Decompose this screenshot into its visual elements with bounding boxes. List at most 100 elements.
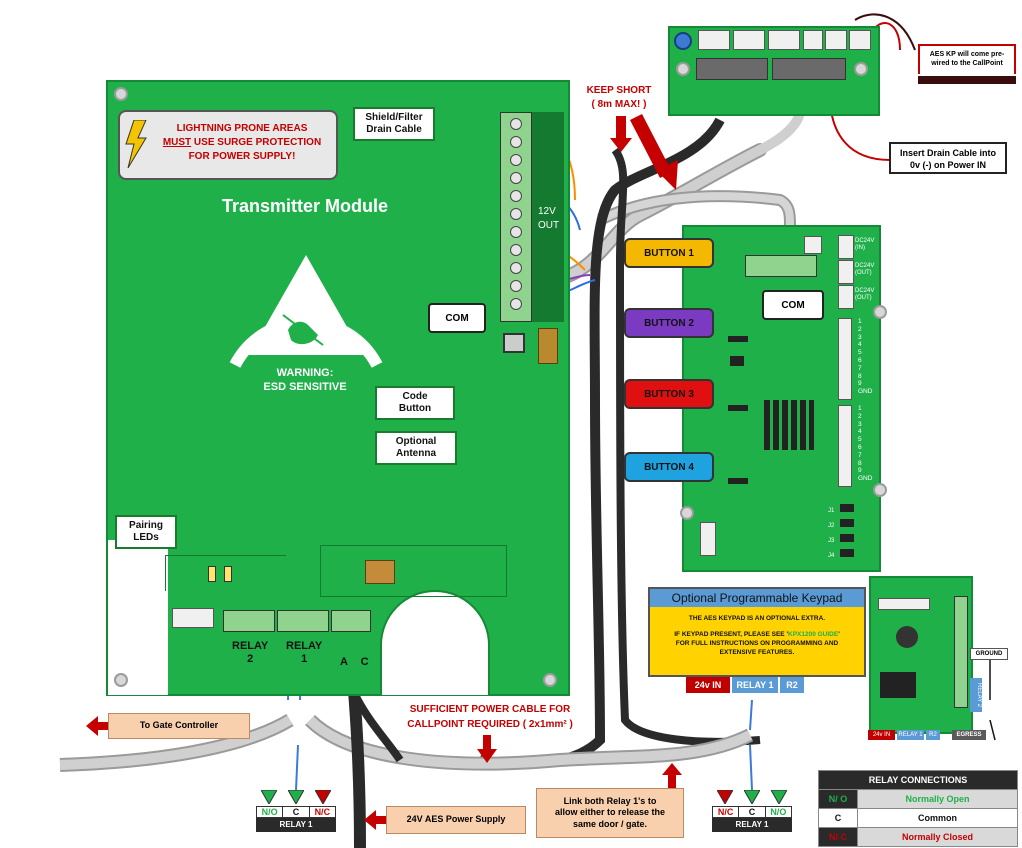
board-top-connector	[804, 236, 822, 254]
down-arrow-icon	[477, 735, 497, 763]
shield-filter-callout: Shield/Filter Drain Cable	[353, 107, 435, 141]
pin-label: 1	[858, 318, 862, 325]
dc-connector	[838, 260, 854, 284]
small-connector	[172, 608, 214, 628]
relay-desc-c: Common	[857, 808, 1018, 828]
keypad-line-3: FOR FULL INSTRUCTIONS ON PROGRAMMING AND	[675, 640, 839, 647]
pin-label: 6	[858, 443, 862, 451]
power-ac-label: A C	[340, 656, 369, 668]
esd-symbol-icon	[229, 255, 383, 368]
relay-term-nc: N/C	[713, 807, 740, 817]
terminal-screw	[510, 298, 522, 310]
button-1[interactable]: BUTTON 1	[624, 238, 714, 268]
relay-block-left: N/O C N/C RELAY 1	[256, 790, 336, 832]
keypad-relay2-side: RELAY 2	[970, 678, 982, 712]
relay-desc-no: Normally Open	[857, 789, 1018, 809]
relay-term-no: N/O	[257, 807, 284, 817]
relay2-word: RELAY	[232, 640, 269, 652]
terminal-screw	[510, 244, 522, 256]
keypad-line-2: IF KEYPAD PRESENT, PLEASE SEE 'KPX1200 G…	[654, 630, 860, 639]
pin-header-bottom	[838, 405, 852, 487]
keypad-guide-link[interactable]: KPX1200 GUIDE	[788, 631, 839, 638]
ic-array	[764, 400, 814, 450]
button-3[interactable]: BUTTON 3	[624, 379, 714, 409]
callpoint-dial-icon	[674, 32, 692, 50]
board-outline-step	[320, 545, 507, 597]
terminal-screw	[510, 280, 522, 292]
pin-label: 2	[858, 412, 862, 420]
power-terminal	[331, 610, 371, 632]
relay-code-no: N/ O	[818, 789, 858, 809]
lightning-warning	[118, 110, 338, 180]
pin-label: 8	[858, 372, 862, 380]
keypad-line-2a: IF KEYPAD PRESENT, PLEASE SEE '	[674, 631, 788, 638]
keypad-tab-r2: R2	[780, 677, 804, 693]
callpoint-connector	[825, 30, 847, 50]
jumper-label: J1	[828, 508, 835, 514]
callpoint-connector	[698, 30, 730, 50]
terminal-screw	[510, 154, 522, 166]
keypad-ground-label: GROUND	[970, 648, 1008, 660]
lightning-line-3: FOR POWER SUPPLY!	[188, 151, 296, 162]
relay-desc-nc: Normally Closed	[857, 827, 1018, 847]
pin-label: 1	[858, 405, 862, 412]
transmitter-title: Transmitter Module	[221, 196, 389, 216]
jumper-label: J3	[828, 538, 835, 544]
keypad-title: Optional Programmable Keypad	[650, 589, 864, 607]
relay-1-label: RELAY 1	[286, 640, 322, 666]
transmitter-board	[106, 80, 570, 696]
left-arrow-icon	[364, 810, 388, 830]
button-2[interactable]: BUTTON 2	[624, 308, 714, 338]
pin-label: 8	[858, 459, 862, 467]
relay1-terminal	[277, 610, 329, 632]
relay-connections-header: RELAY CONNECTIONS	[818, 770, 1018, 790]
keypad-terminal-right	[954, 596, 968, 708]
antenna-component	[538, 328, 558, 364]
pin-label: 5	[858, 349, 862, 357]
code-button-component[interactable]	[503, 333, 525, 353]
ic-chip	[728, 478, 748, 484]
pin-label: 4	[858, 341, 862, 349]
terminal-screw	[510, 262, 522, 274]
mounting-hole	[873, 483, 887, 497]
keypad-mini-r2: R2	[926, 730, 940, 740]
pin-label: GND	[858, 388, 873, 396]
relay-term-no: N/O	[770, 807, 787, 817]
to-gate-controller-label: To Gate Controller	[108, 713, 250, 739]
mounting-hole	[114, 87, 128, 101]
keypad-tab-relay1: RELAY 1	[732, 677, 778, 693]
power-c: C	[360, 656, 369, 668]
keep-short-line-2: ( 8m MAX! )	[591, 99, 647, 110]
sufficient-power-line-2: CALLPOINT REQUIRED ( 2x1mm² )	[407, 719, 573, 730]
pin-label: 7	[858, 364, 862, 372]
pin-header-top	[838, 318, 852, 400]
aes-kp-underline	[918, 76, 1016, 84]
sufficient-power-line-1: SUFFICIENT POWER CABLE FOR	[409, 704, 571, 715]
keypad-line-1: THE AES KEYPAD IS AN OPTIONAL EXTRA.	[688, 615, 826, 622]
lightning-icon	[125, 120, 147, 168]
relay1-word: RELAY	[286, 640, 323, 652]
dc-connector	[838, 285, 854, 309]
pin-label: 2	[858, 325, 862, 333]
pairing-leds-callout: Pairing LEDs	[115, 515, 177, 549]
relay2-number: 2	[247, 653, 254, 665]
jumper-label: J2	[828, 523, 835, 529]
lightning-line-1: LIGHTNING PRONE AREAS	[176, 123, 308, 134]
up-arrow-icon	[662, 763, 682, 789]
callpoint-terminal-left	[696, 58, 768, 80]
relay-block-right: N/C C N/O RELAY 1	[712, 790, 792, 832]
triangle-nc-icon	[314, 790, 331, 804]
pin-label: 3	[858, 333, 862, 341]
pin-label: 6	[858, 356, 862, 364]
relay-code-c: C	[818, 808, 858, 828]
dc24-out-label: DC24V (OUT)	[855, 263, 875, 276]
board-bottom-connector	[700, 522, 716, 556]
keypad-connector	[878, 598, 930, 610]
mounting-hole	[854, 62, 868, 76]
keypad-mini-relay1: RELAY 1	[897, 730, 924, 740]
dc-connector	[838, 235, 854, 259]
button-4[interactable]: BUTTON 4	[624, 452, 714, 482]
triangle-c-icon	[287, 790, 304, 804]
lightning-must-word: MUST	[162, 137, 192, 148]
pin-label: 7	[858, 451, 862, 459]
